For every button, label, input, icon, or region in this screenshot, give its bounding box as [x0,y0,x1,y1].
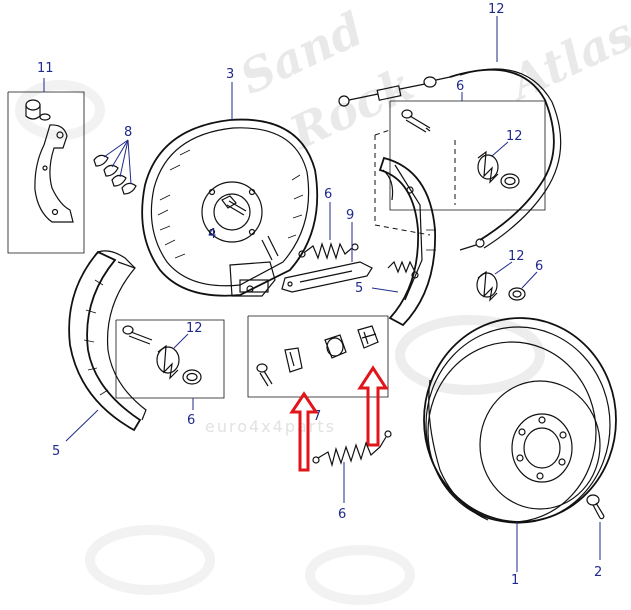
spring-icon [312,430,392,468]
screw-icon [586,494,605,520]
callout-5: 5 [355,281,363,296]
brake-drum-icon [423,317,617,524]
callout-8: 8 [124,125,132,140]
watermark-logo [15,80,545,605]
adjuster-lever-group: 11 [7,61,85,254]
pin-icon [401,109,431,133]
right-spring-cup-group: 12 6 [476,249,543,302]
clip-icon [284,347,303,373]
callout-6: 6 [338,507,346,522]
spring-icon [298,242,359,260]
adjuster-lever-icon [34,124,74,223]
clip-icon [93,154,137,195]
spring-cup-icon [476,270,526,302]
block-icon [324,334,347,359]
callout-1: 1 [511,573,519,588]
handbrake-cable-group: 12 [338,2,562,251]
callout-11: 12 [488,2,505,17]
watermark-text: Atlas [498,6,631,111]
highlight-arrows [289,365,389,472]
drum-screw-group: 2 [586,494,605,580]
pin-icon [122,325,153,345]
callout-6: 6 [324,187,332,202]
callout-6: 6 [187,413,195,428]
strut-icon [281,261,373,293]
brake-shoe-icon [378,156,436,327]
callout-5: 5 [52,444,60,459]
brake-drum-group: 1 [423,317,617,588]
lower-spring-group: 6 [312,430,392,522]
spring-cup-icon [477,150,520,189]
cable-icon [338,68,562,251]
retaining-clips-group: 8 [93,125,137,195]
pin-icon [256,363,273,387]
callout-2: 2 [594,565,602,580]
brake-shoe-right-group: 5 [355,156,436,327]
spring-cup-icon [156,344,202,385]
backplate-icon [141,118,319,297]
callout-4: 4 [208,227,216,242]
callout-3: 3 [226,67,234,82]
callout-6: 6 [535,259,543,274]
callout-9: 9 [346,208,354,223]
watermark-text: euro4x4parts [205,417,336,436]
callout-10: 11 [37,61,54,76]
callout-6: 6 [456,79,464,94]
callout-7: 7 [313,409,321,424]
callout-12: 12 [506,129,523,144]
upper-pin-kit-group: 6 12 [389,79,546,211]
bush-icon [25,99,51,121]
backplate-group: 3 4 [141,67,319,297]
brake-shoe-icon [68,250,147,432]
spring-icon [387,260,415,274]
highlight-arrow-icon [289,391,319,472]
strut-group: 9 [281,208,373,293]
dashed-guide [374,129,456,236]
watermark-layer: Sand Rock Atlas euro4x4parts [15,2,631,605]
block-icon [357,325,379,349]
brake-shoe-left-group: 5 [52,250,147,459]
adjuster-kit-group: 7 [247,315,389,424]
callout-12: 12 [186,321,203,336]
lower-pin-kit-group: 12 6 [115,319,225,428]
highlight-arrow-icon [357,365,389,447]
callout-12: 12 [508,249,525,264]
